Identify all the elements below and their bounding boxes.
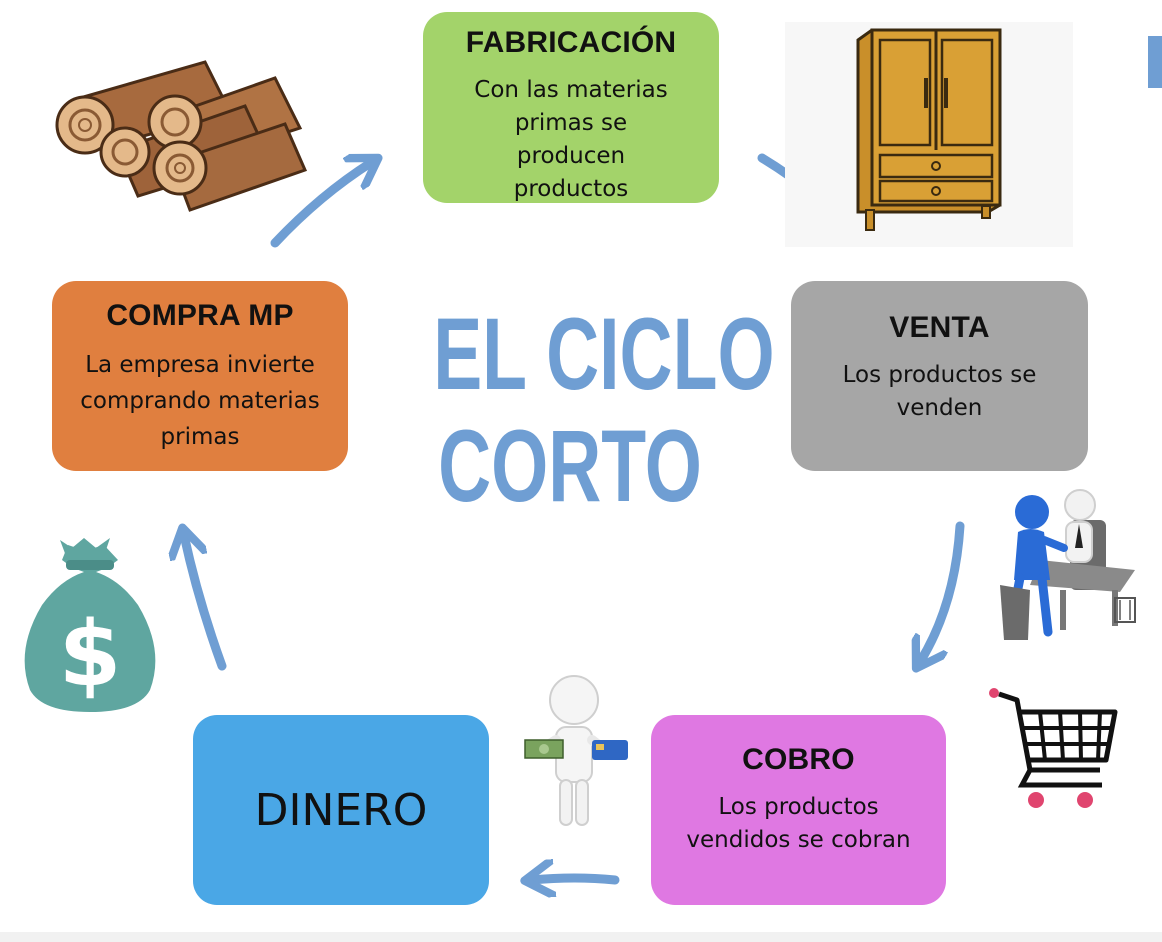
arrow-dinero-to-compra	[184, 535, 227, 671]
node-cobro: COBRO Los productos vendidos se cobran	[651, 715, 946, 905]
node-compra-title: COMPRA MP	[106, 299, 294, 332]
node-fabricacion: FABRICACIÓN Con las materias primas se p…	[423, 12, 719, 203]
node-cobro-text: Los productos vendidos se cobran	[686, 794, 911, 853]
node-fabricacion-title: FABRICACIÓN	[465, 26, 677, 59]
node-venta-text: Los productos se venden	[842, 362, 1037, 421]
node-compra: COMPRA MP La empresa invierte comprando …	[52, 281, 348, 471]
svg-text:$: $	[59, 602, 122, 707]
wardrobe-icon	[785, 22, 1073, 247]
node-cobro-title: COBRO	[742, 743, 855, 776]
node-dinero-title: DINERO	[254, 784, 428, 836]
diagram-title-line1: EL CICLO	[433, 297, 775, 411]
diagram-title-line2: CORTO	[438, 409, 702, 523]
node-fabricacion-text: Con las materias primas se producen prod…	[474, 77, 668, 202]
arrow-cobro-to-dinero	[532, 878, 620, 880]
edge-accent	[1148, 36, 1162, 88]
bottom-strip	[0, 932, 1162, 942]
node-dinero: DINERO	[193, 715, 489, 905]
person-with-cash-and-card-icon	[524, 675, 628, 826]
node-venta-title: VENTA	[889, 311, 990, 344]
wood-logs-icon	[55, 60, 308, 212]
arrow-venta-to-cobro	[920, 521, 965, 662]
shopping-cart-icon	[989, 688, 1118, 808]
business-meeting-icon	[1000, 489, 1136, 640]
diagram-title: EL CICLO CORTO	[433, 297, 775, 523]
node-compra-text: La empresa invierte comprando materias p…	[80, 352, 320, 450]
money-bag-icon: $	[24, 538, 156, 712]
node-venta: VENTA Los productos se venden	[791, 281, 1088, 471]
arrow-compra-to-fabricacion	[270, 162, 372, 248]
